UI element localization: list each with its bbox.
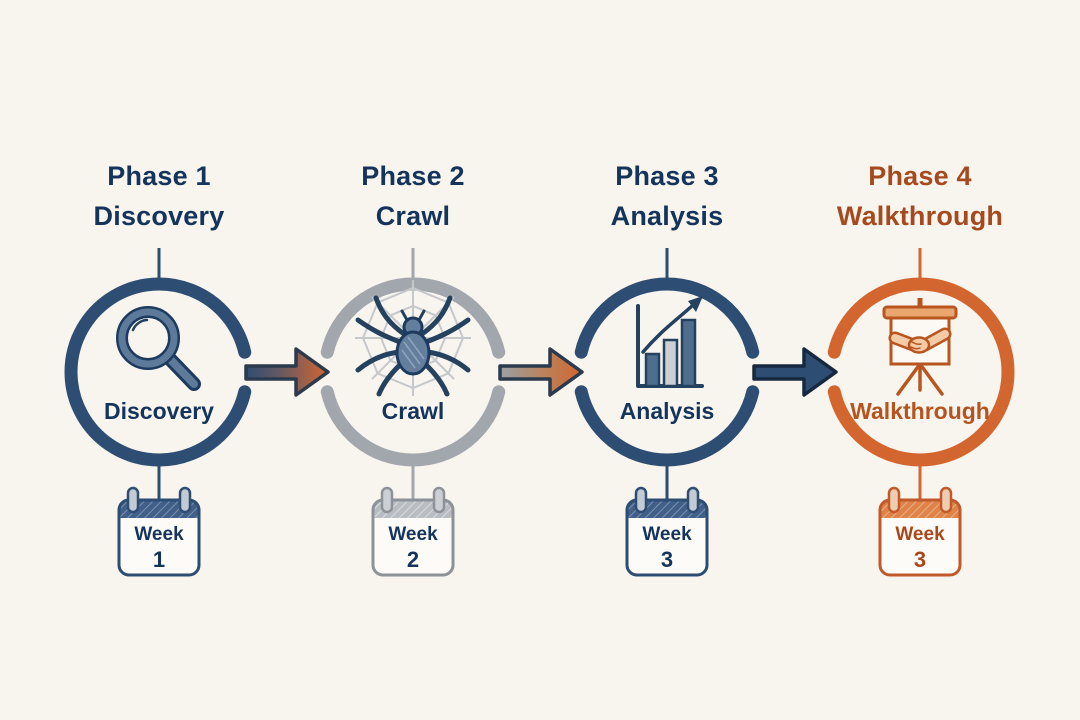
circle-label-analysis: Analysis [619,398,715,424]
phase-3-name: Analysis [610,201,724,231]
phase-3-label: Phase 3 [615,161,719,191]
phase-4-title: Phase 4 Walkthrough [790,156,1050,236]
phase-2-label: Phase 2 [361,161,465,191]
circle-label-crawl: Crawl [381,398,445,424]
phase-1-name: Discovery [93,201,225,231]
circle-label-walkthrough: Walkthrough [850,398,990,424]
arrow-1-icon [244,347,330,397]
week-number: 1 [152,547,166,572]
calendar-week2-icon [371,486,455,577]
handshake-icon [888,327,952,354]
ring-discovery [64,277,252,467]
phase-1-label: Phase 1 [107,161,211,191]
title-connectors [157,248,922,282]
circle-label-discovery: Discovery [104,398,214,424]
phase-2-name: Crawl [375,201,451,231]
phase-4-name: Walkthrough [836,201,1004,231]
presentation-handshake-icon [882,298,958,396]
magnifier-icon [116,306,201,391]
phase-1-title: Phase 1 Discovery [29,156,289,236]
ring-walkthrough [827,277,1015,467]
week-number: 2 [406,547,420,572]
calendar-week3-icon [625,486,709,577]
phase-4-label: Phase 4 [868,161,972,191]
week-number: 3 [913,547,927,572]
week-word: Week [388,524,438,545]
arrow-2-icon [498,347,584,397]
calendar-week1-icon [117,486,201,577]
calendar-connectors [157,464,922,500]
bar-chart-icon [636,296,704,388]
ring-analysis [574,277,760,467]
arrow-3-icon [752,347,838,397]
spider-icon [355,280,471,397]
week-word: Week [642,524,692,545]
week-word: Week [134,524,184,545]
week-number: 3 [660,547,674,572]
phase-2-title: Phase 2 Crawl [283,156,543,236]
calendar-week4-icon [878,486,962,577]
week-word: Week [895,524,945,545]
phase-3-title: Phase 3 Analysis [537,156,797,236]
